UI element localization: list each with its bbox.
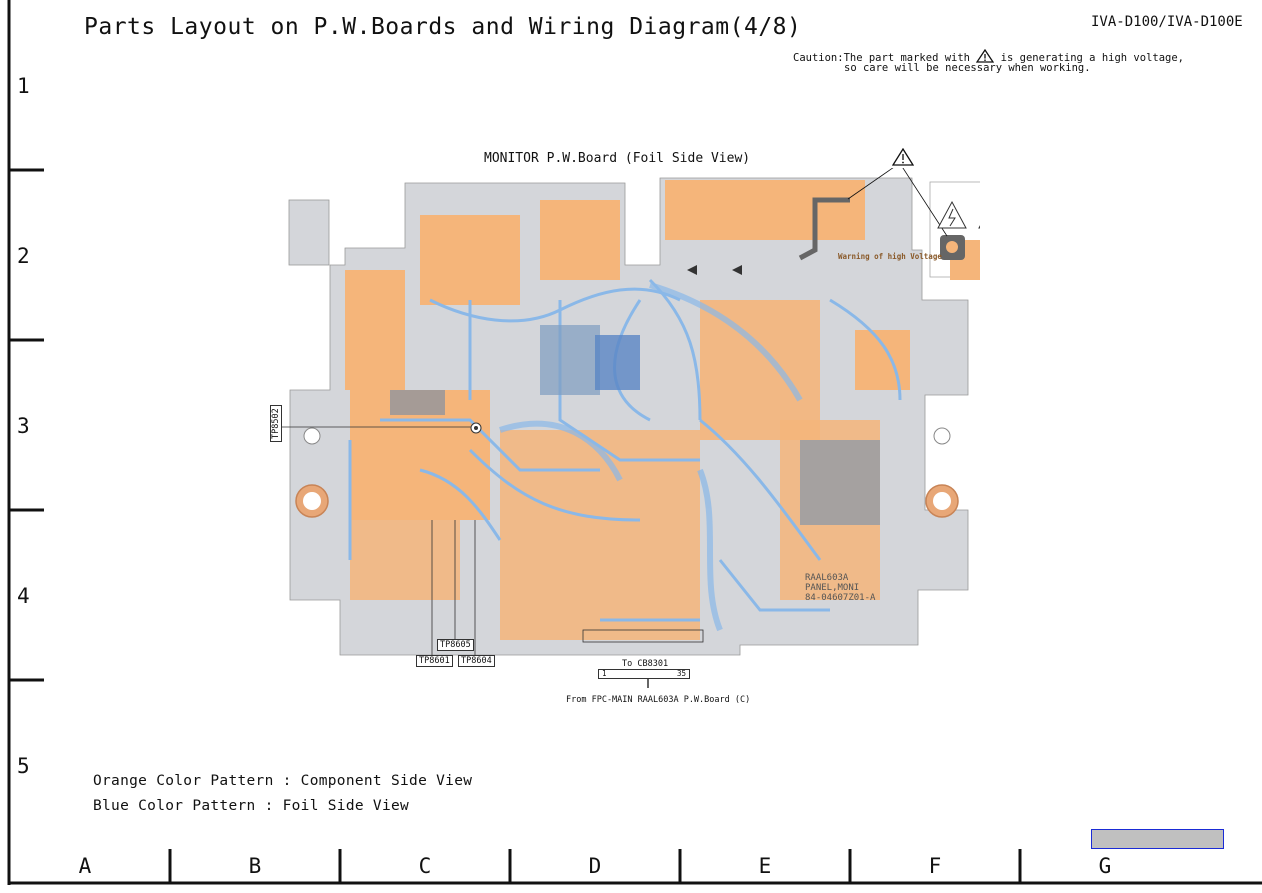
connector-label: To CB8301 bbox=[622, 659, 669, 669]
caution-line-2: so care will be necessary when working. bbox=[844, 62, 1091, 74]
row-label-5: 5 bbox=[17, 754, 30, 778]
legend-blue: Blue Color Pattern : Foil Side View bbox=[93, 798, 410, 814]
electric-hazard-icon bbox=[978, 225, 980, 229]
col-label-e: E bbox=[758, 854, 772, 878]
row-label-3: 3 bbox=[17, 414, 30, 438]
warning-triangle-icon bbox=[892, 148, 914, 166]
caution-prefix: Caution:The part marked with bbox=[793, 52, 971, 64]
test-point-tp8604: TP8604 bbox=[458, 655, 495, 667]
row-label-4: 4 bbox=[17, 584, 30, 608]
board-title: MONITOR P.W.Board (Foil Side View) bbox=[484, 151, 751, 166]
page-title: Parts Layout on P.W.Boards and Wiring Di… bbox=[84, 14, 802, 40]
test-point-tp8605: TP8605 bbox=[437, 639, 474, 651]
board-id-label: RAAL603A bbox=[805, 573, 849, 583]
col-label-c: C bbox=[418, 854, 432, 878]
test-point-tp8502: TP8502 bbox=[270, 405, 282, 442]
connector-from-label: From FPC-MAIN RAAL603A P.W.Board (C) bbox=[566, 695, 751, 705]
warning-high-voltage-label: Warning of high Voltage bbox=[838, 252, 942, 261]
row-label-1: 1 bbox=[17, 74, 30, 98]
pcb-board-drawing bbox=[280, 168, 980, 688]
high-voltage-warning-icon bbox=[976, 48, 995, 63]
legend-orange: Orange Color Pattern : Component Side Vi… bbox=[93, 773, 473, 789]
caution-line-1: Caution:The part marked with is generati… bbox=[793, 48, 1184, 64]
board-name-label: PANEL,MONI bbox=[805, 583, 860, 593]
lightning-icon bbox=[937, 200, 967, 229]
col-label-d: D bbox=[588, 854, 602, 878]
col-label-a: A bbox=[78, 854, 92, 878]
connector-pin-last: 35 bbox=[676, 669, 686, 678]
col-label-b: B bbox=[248, 854, 262, 878]
board-part-number-label: 84-04607Z01-A bbox=[805, 593, 876, 603]
model-number: IVA-D100/IVA-D100E bbox=[1091, 14, 1243, 30]
highlight-box[interactable] bbox=[1091, 829, 1224, 849]
row-label-2: 2 bbox=[17, 244, 30, 268]
test-point-tp8601: TP8601 bbox=[416, 655, 453, 667]
caution-suffix: is generating a high voltage, bbox=[1000, 52, 1184, 64]
connector-pin-box: 1 35 bbox=[598, 669, 690, 679]
connector-pin-first: 1 bbox=[602, 669, 607, 678]
col-label-f: F bbox=[928, 854, 942, 878]
col-label-g: G bbox=[1098, 854, 1112, 878]
